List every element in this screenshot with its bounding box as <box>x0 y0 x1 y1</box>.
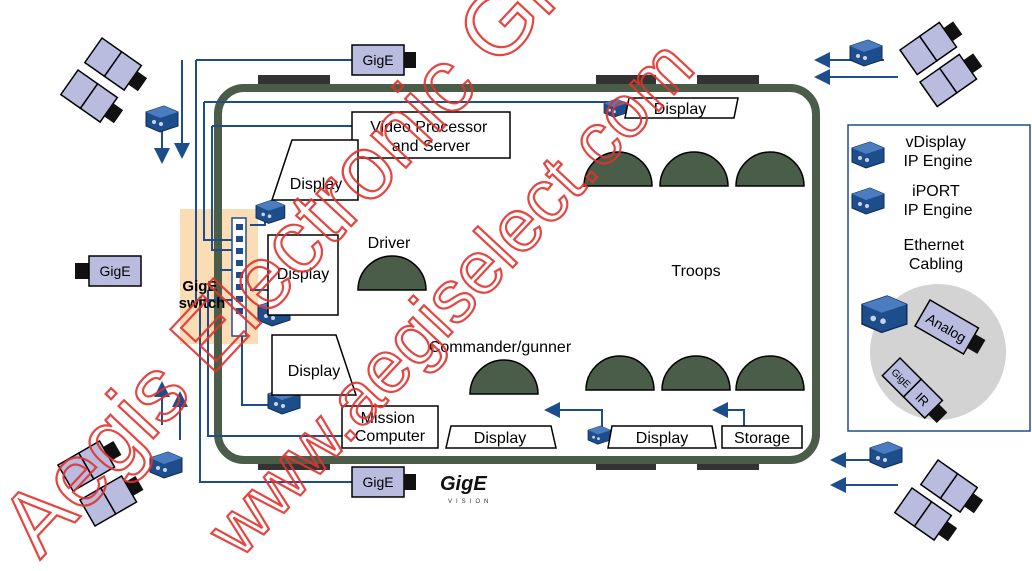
svg-text:Display: Display <box>277 266 329 283</box>
gige-switch <box>231 217 247 337</box>
svg-text:Display: Display <box>290 176 342 193</box>
gige-camera-left: GigE <box>75 255 142 287</box>
svg-text:vDisplay IP Engine: vDisplay IP Engine <box>903 134 972 170</box>
gige-vision-logo: GigE VISION <box>440 473 492 505</box>
display-left-mid: Display <box>267 234 339 316</box>
svg-text:Display: Display <box>474 430 526 447</box>
iport-engine-icon <box>869 441 903 469</box>
gige-camera-bottom: GigE <box>351 466 416 498</box>
video-processor-box: Video Processor and Server <box>351 111 511 159</box>
vehicle-outline <box>214 84 820 464</box>
svg-text:Display: Display <box>636 430 688 447</box>
driver-label: Driver <box>368 235 411 252</box>
gige-camera-top: GigE <box>351 44 416 76</box>
display-top: Display <box>624 97 739 119</box>
gige-switch-label: GigE switch <box>179 278 226 312</box>
svg-text:GigE: GigE <box>440 473 487 495</box>
display-left-bottom: Display <box>271 334 358 396</box>
svg-text:GigE: GigE <box>362 52 393 68</box>
vehicle-hatches <box>258 75 759 470</box>
iport-engine-icon <box>861 295 908 334</box>
vdisplay-engine-icon <box>587 425 611 445</box>
svg-text:GigE: GigE <box>362 474 393 490</box>
iport-engine-icon <box>849 39 883 67</box>
display-left-top: Display <box>270 139 359 201</box>
iport-engine-icon <box>851 187 885 215</box>
legend: vDisplay IP Engine iPORT IP Engine Ether… <box>847 124 1031 432</box>
storage-box: Storage <box>721 425 803 449</box>
display-bottom-1: Display <box>445 425 557 449</box>
svg-text:Ethernet Cabling: Ethernet Cabling <box>904 237 969 273</box>
svg-text:Mission Computer: Mission Computer <box>355 410 426 445</box>
troop-seat-icon <box>585 355 655 391</box>
troop-seat-icon <box>661 355 731 391</box>
troop-seat-icon <box>659 151 729 187</box>
svg-text:Display: Display <box>288 363 340 380</box>
commander-seat-icon <box>469 359 539 395</box>
iport-engine-icon <box>145 105 179 133</box>
vdisplay-engine-icon <box>851 141 885 169</box>
svg-text:Display: Display <box>654 101 706 118</box>
svg-text:Video Processor and Serv: Video Processor and Server <box>370 119 492 155</box>
troop-seat-icon <box>735 355 805 391</box>
svg-text:iPORT IP Engine: iPORT IP Engine <box>903 183 972 219</box>
commander-label: Commander/gunner <box>429 339 572 356</box>
mission-computer-box: Mission Computer <box>341 405 439 449</box>
svg-text:GigE: GigE <box>99 263 130 279</box>
display-bottom-2: Display <box>607 425 717 449</box>
troops-label: Troops <box>671 263 720 280</box>
svg-text:VISION: VISION <box>448 499 492 505</box>
svg-text:Storage: Storage <box>734 430 790 447</box>
troop-seat-icon <box>735 151 805 187</box>
